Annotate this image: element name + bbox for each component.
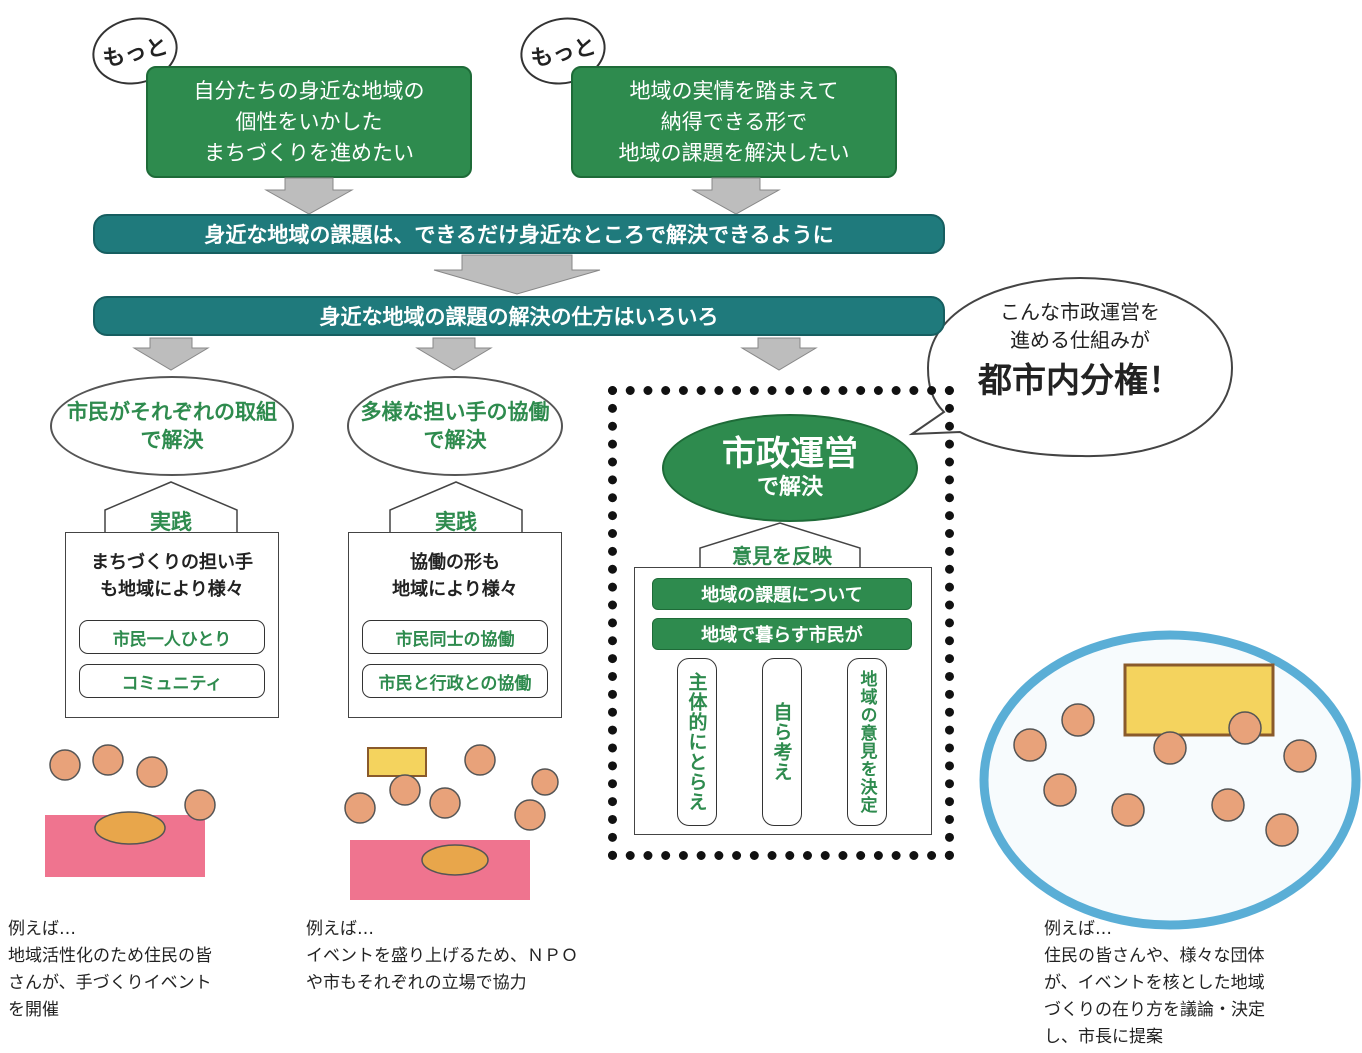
speech-text: こんな市政運営を 進める仕組みが 都市内分権！	[950, 298, 1210, 408]
arrow-down-right-goal	[691, 177, 781, 215]
arrow-up-col1	[104, 481, 238, 532]
arrow-down-col1	[132, 337, 210, 371]
arrow-up-col2	[389, 481, 523, 532]
col2-pill-citizens: 市民同士の協働	[362, 620, 548, 654]
speech-headline: 都市内分権！	[978, 361, 1182, 401]
col3-vpill-decide: 地域の意見を決定	[847, 658, 887, 826]
col3-oval-main: 市政運営	[722, 434, 858, 474]
col3-caption: 例えば… 住民の皆さんや、様々な団体 が、イベントを核とした地域 づくりの在り方…	[1044, 919, 1265, 1047]
col3-vpill-proactive: 主体的にとらえ	[677, 658, 717, 826]
col3-oval: 市政運営 で解決	[662, 414, 918, 522]
col3-bar-issues: 地域の課題について	[652, 578, 912, 610]
col1-oval-line1: 市民がそれぞれの取組	[67, 400, 277, 424]
col1-oval-line2: で解決	[140, 428, 204, 452]
arrow-down-col3	[740, 337, 818, 371]
speech-line1: こんな市政運営を	[1000, 300, 1160, 324]
goal-right-line3: 地域の課題を解決したい	[618, 140, 850, 165]
principle-bar: 身近な地域の課題は、できるだけ身近なところで解決できるように	[93, 214, 945, 254]
goal-right-line1: 地域の実情を踏まえて	[629, 78, 839, 103]
speech-bubble	[908, 276, 1234, 458]
col1-pill-community: コミュニティ	[79, 664, 265, 698]
arrow-down-col2	[415, 337, 493, 371]
col3-dotted-frame	[608, 386, 954, 860]
methods-bar: 身近な地域の課題の解決の仕方はいろいろ	[93, 296, 945, 336]
arrow-down-center	[433, 254, 601, 295]
col3-bar-residents: 地域で暮らす市民が	[652, 618, 912, 650]
arrow-down-left-goal	[264, 177, 354, 215]
col2-text-line2: 地域により様々	[392, 579, 518, 600]
col3-arrow-label: 意見を反映	[732, 544, 832, 568]
col1-arrow-label: 実践	[150, 510, 192, 534]
col1-text-line1: まちづくりの担い手	[91, 552, 253, 573]
col2-oval: 多様な担い手の協働 で解決	[347, 376, 563, 476]
col2-caption: 例えば… イベントを盛り上げるため、ＮＰＯ や市もそれぞれの立場で協力	[306, 919, 578, 993]
col1-caption: 例えば… 地域活性化のため住民の皆 さんが、手づくりイベント を開催	[8, 919, 212, 1020]
goal-box-right: 地域の実情を踏まえて 納得できる形で 地域の課題を解決したい	[571, 66, 897, 178]
goal-left-line1: 自分たちの身近な地域の	[193, 78, 425, 103]
col1-text-line2: も地域により様々	[100, 579, 244, 600]
col2-oval-line2: で解決	[423, 428, 487, 452]
col1-pill-individual: 市民一人ひとり	[79, 620, 265, 654]
col2-oval-line1: 多様な担い手の協働	[360, 400, 550, 424]
arrow-up-col3	[699, 522, 861, 567]
goal-box-left: 自分たちの身近な地域の 個性をいかした まちづくりを進めたい	[146, 66, 472, 178]
goal-right-line2: 納得できる形で	[660, 109, 808, 134]
col3-oval-sub: で解決	[756, 475, 823, 500]
speech-line2: 進める仕組みが	[1010, 328, 1150, 352]
goal-left-line3: まちづくりを進めたい	[204, 140, 414, 165]
col2-arrow-label: 実践	[435, 510, 477, 534]
col2-pill-citizens-government: 市民と行政との協働	[362, 664, 548, 698]
col2-text-line1: 協働の形も	[410, 552, 500, 573]
col3-vpill-think: 自ら考え	[762, 658, 802, 826]
goal-left-line2: 個性をいかした	[235, 109, 383, 134]
col1-oval: 市民がそれぞれの取組 で解決	[50, 376, 294, 476]
